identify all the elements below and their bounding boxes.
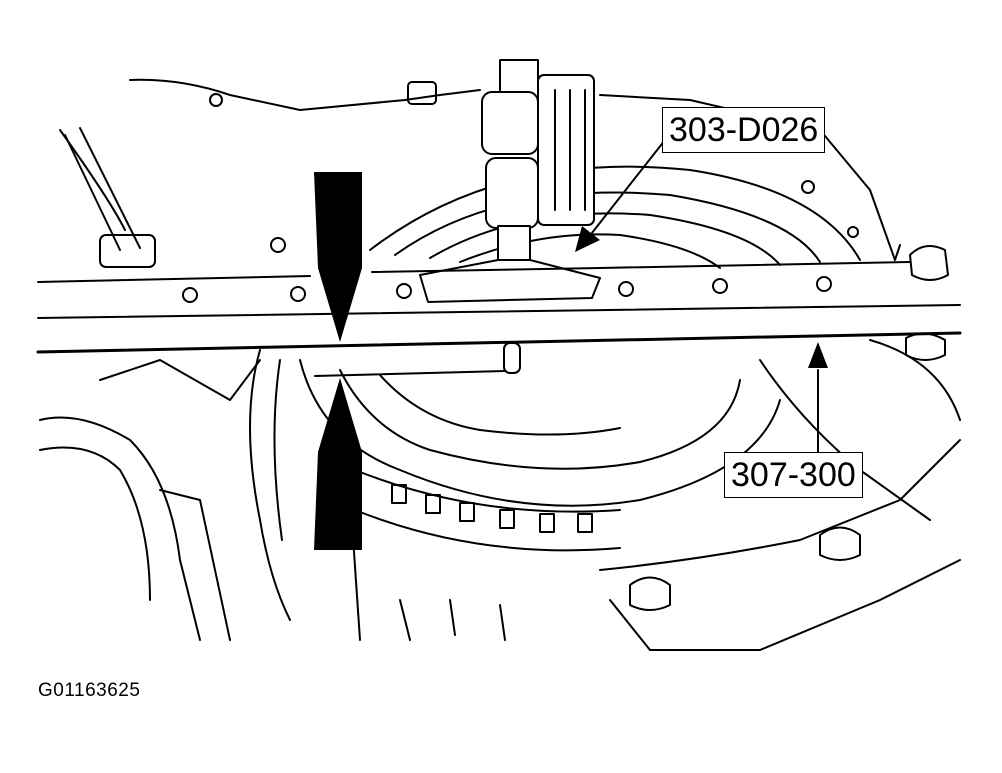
figure-id: G01163625 [38, 680, 141, 701]
measure-arrow-up [314, 378, 362, 550]
arrowhead-303-d026 [575, 226, 600, 252]
drum-teeth [391, 484, 593, 641]
arrowhead-307-300 [808, 342, 828, 368]
dipstick-fitting [99, 234, 156, 268]
measure-arrow-down [314, 172, 362, 342]
callout-303-d026: 303-D026 [662, 107, 826, 153]
housing-bolts [209, 81, 946, 611]
tool-303-d026 [419, 59, 601, 303]
dipstick-tube [64, 127, 141, 251]
tool-307-300-bar [36, 245, 962, 377]
housing-right-outline [599, 94, 901, 261]
callout-307-300: 307-300 [724, 452, 863, 498]
drum-arcs [369, 165, 861, 269]
tool-303-d026-foot [419, 259, 601, 303]
leader-303-d026 [587, 139, 666, 239]
housing-top-outline [129, 78, 481, 111]
